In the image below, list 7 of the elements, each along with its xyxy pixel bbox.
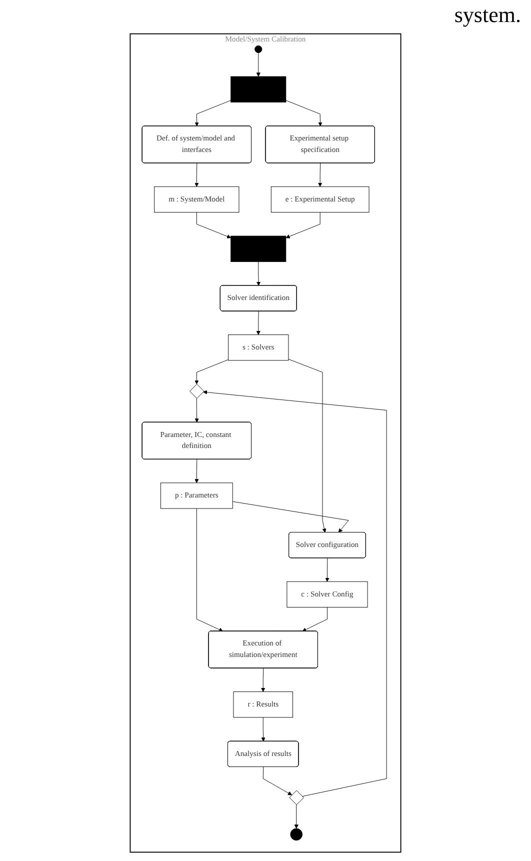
node-diamond [289, 790, 304, 805]
node-bar [230, 236, 286, 262]
node-bullseye [290, 828, 303, 841]
note-text: system. [454, 2, 521, 28]
node-circle [254, 45, 262, 54]
node-bar [230, 76, 286, 102]
node-diamond [190, 384, 204, 399]
